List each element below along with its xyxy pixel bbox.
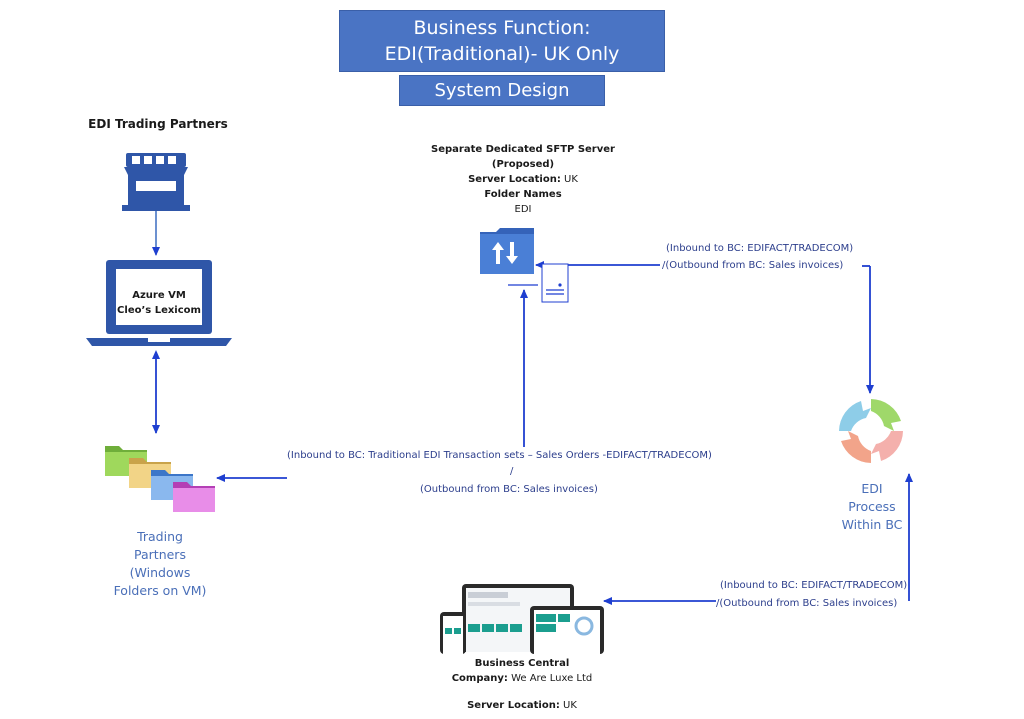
flow-sftp-line-2: /(Outbound from BC: Sales invoices) bbox=[662, 260, 844, 271]
title-box: Business Function: EDI(Traditional)- UK … bbox=[339, 10, 665, 72]
flow-center-line-3: (Outbound from BC: Sales invoices) bbox=[420, 484, 598, 495]
document-icon bbox=[508, 263, 569, 303]
vm-label: Azure VM Cleo’s Lexicom bbox=[116, 288, 202, 318]
caption-line-1: Trading bbox=[137, 529, 183, 544]
title-line-2: EDI(Traditional)- UK Only bbox=[384, 43, 620, 65]
sftp-location-value: UK bbox=[564, 174, 578, 185]
caption-line-2: Partners bbox=[134, 547, 186, 562]
trading-partners-caption: Trading Partners (Windows Folders on VM) bbox=[98, 528, 222, 600]
flow-bottom-line-1: (Inbound to BC: EDIFACT/TRADECOM) bbox=[720, 580, 908, 591]
laptop-icon bbox=[86, 260, 232, 346]
bc-location: Server Location: UK bbox=[420, 698, 624, 713]
caption-line-3: (Windows bbox=[129, 565, 191, 580]
bc-company-label: Company: bbox=[451, 673, 508, 684]
vm-line-1: Azure VM bbox=[132, 290, 186, 301]
edi-caption-line-3: Within BC bbox=[841, 517, 903, 532]
store-icon bbox=[122, 153, 190, 211]
cycle-icon bbox=[839, 399, 903, 463]
subtitle-box: System Design bbox=[399, 75, 605, 106]
flow-bottom-line-2: /(Outbound from BC: Sales invoices) bbox=[716, 598, 898, 609]
bc-company-value: We Are Luxe Ltd bbox=[511, 673, 593, 684]
flow-center-line-1: (Inbound to BC: Traditional EDI Transact… bbox=[287, 450, 712, 461]
caption-line-4: Folders on VM) bbox=[113, 583, 207, 598]
bc-location-value: UK bbox=[563, 700, 577, 711]
sftp-line-2: (Proposed) bbox=[491, 159, 555, 170]
sftp-server-icon bbox=[480, 228, 534, 274]
flow-sftp-line-1: (Inbound to BC: EDIFACT/TRADECOM) bbox=[666, 243, 854, 254]
bc-location-label: Server Location: bbox=[467, 700, 560, 711]
sftp-label: Separate Dedicated SFTP Server (Proposed… bbox=[418, 142, 628, 217]
devices-icon bbox=[440, 584, 604, 654]
trading-partners-title: EDI Trading Partners bbox=[88, 117, 228, 131]
edi-process-caption: EDI Process Within BC bbox=[820, 480, 924, 534]
bc-label: Business Central Company: We Are Luxe Lt… bbox=[420, 656, 624, 686]
sftp-line-1: Separate Dedicated SFTP Server bbox=[431, 144, 615, 155]
flow-center-line-2: / bbox=[510, 466, 514, 477]
sftp-folder-label: Folder Names bbox=[484, 189, 562, 200]
bc-title: Business Central bbox=[474, 658, 570, 669]
folders-icon bbox=[105, 446, 215, 512]
sftp-location-label: Server Location: bbox=[468, 174, 561, 185]
vm-line-2: Cleo’s Lexicom bbox=[117, 305, 201, 316]
title-line-1: Business Function: bbox=[413, 17, 591, 39]
sftp-folder-value: EDI bbox=[514, 204, 532, 215]
edi-caption-line-2: Process bbox=[848, 499, 896, 514]
edi-caption-line-1: EDI bbox=[861, 481, 883, 496]
